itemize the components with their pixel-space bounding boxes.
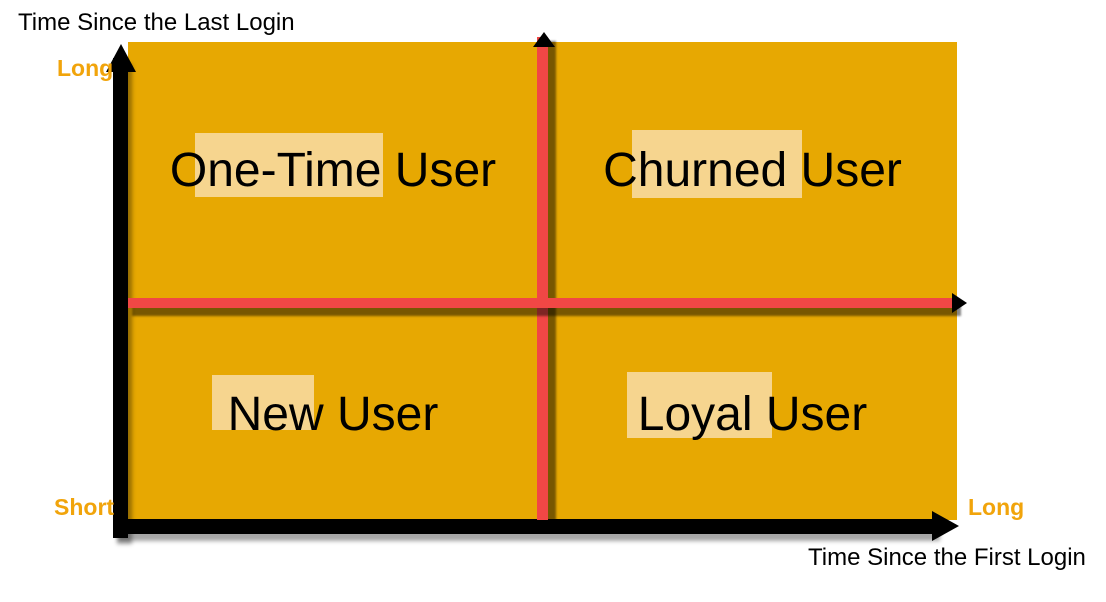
x-axis-max-label: Long xyxy=(968,494,1025,520)
y-axis-max-label: Long xyxy=(57,55,114,81)
quadrant-label-new-user: New User xyxy=(227,387,439,441)
vertical-divider-line xyxy=(537,37,548,520)
quadrant-top-left: One-Time User xyxy=(128,42,538,298)
quadrant-label-loyal-user: Loyal User xyxy=(637,387,868,441)
label-highlight-bottom-left xyxy=(212,375,314,430)
quadrant-top-right: Churned User xyxy=(548,42,957,298)
label-highlight-top-left xyxy=(195,133,383,197)
quadrant-label-churned-user: Churned User xyxy=(603,143,902,197)
x-axis-line xyxy=(113,519,935,534)
y-axis-title: Time Since the Last Login xyxy=(18,9,295,36)
horizontal-divider-line xyxy=(128,298,957,308)
y-axis-min-label: Short xyxy=(54,494,115,520)
quadrant-label-one-time-user: One-Time User xyxy=(169,143,497,197)
label-highlight-bottom-right xyxy=(627,372,772,438)
quadrant-bottom-left: New User xyxy=(128,308,538,520)
x-axis-arrow-icon xyxy=(932,511,959,541)
horizontal-divider-arrow-icon xyxy=(952,293,967,313)
label-highlight-top-right xyxy=(632,130,802,198)
vertical-divider-arrow-icon xyxy=(533,32,555,47)
x-axis-title: Time Since the First Login xyxy=(808,544,1086,571)
quadrant-bottom-right: Loyal User xyxy=(548,308,957,520)
y-axis-arrow-icon xyxy=(106,44,136,72)
y-axis-line xyxy=(113,58,128,538)
